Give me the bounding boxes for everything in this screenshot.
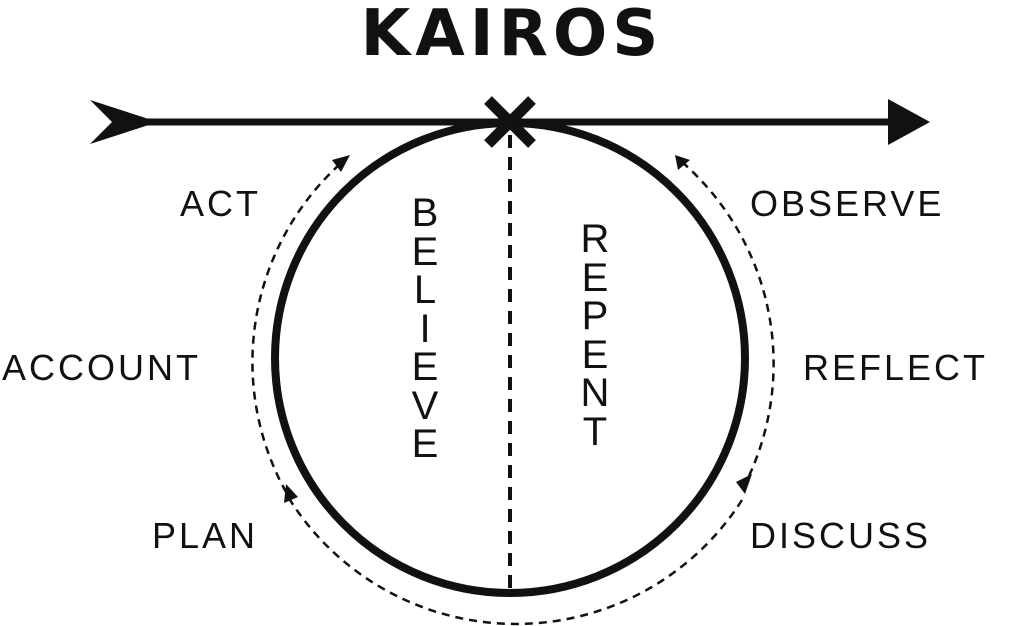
label-plan: PLAN bbox=[152, 515, 259, 556]
repent-letter: E bbox=[581, 332, 609, 377]
label-observe: OBSERVE bbox=[750, 183, 945, 224]
believe-letter: E bbox=[411, 345, 439, 389]
observe-arrow-icon bbox=[675, 155, 690, 170]
believe-letter: B bbox=[411, 191, 439, 235]
label-account: ACCOUNT bbox=[2, 347, 201, 388]
believe-letter: I bbox=[419, 306, 431, 351]
believe-letter: E bbox=[411, 422, 439, 466]
believe-letter: V bbox=[411, 383, 439, 428]
label-reflect: REFLECT bbox=[803, 347, 989, 388]
diagram-title: KAIROS bbox=[360, 0, 664, 71]
repent-letter: N bbox=[580, 371, 610, 415]
label-discuss: DISCUSS bbox=[750, 515, 932, 556]
believe-letter: E bbox=[411, 229, 439, 274]
right-dashed-arc bbox=[681, 161, 775, 491]
bottom-dashed-arc bbox=[288, 499, 744, 626]
act-arrow-icon bbox=[332, 155, 350, 172]
repent-letter: P bbox=[581, 294, 609, 338]
repent-letter: E bbox=[581, 255, 609, 300]
believe-letter: L bbox=[413, 268, 437, 312]
x-mark bbox=[484, 96, 536, 148]
repent-letter: T bbox=[582, 409, 608, 454]
timeline-tail-fletching bbox=[90, 100, 158, 144]
repent-letter: R bbox=[580, 217, 610, 261]
timeline-arrowhead bbox=[888, 99, 930, 145]
discuss-arrow-icon bbox=[736, 474, 752, 494]
label-act: ACT bbox=[180, 183, 261, 224]
plan-arrow-icon bbox=[284, 484, 298, 503]
